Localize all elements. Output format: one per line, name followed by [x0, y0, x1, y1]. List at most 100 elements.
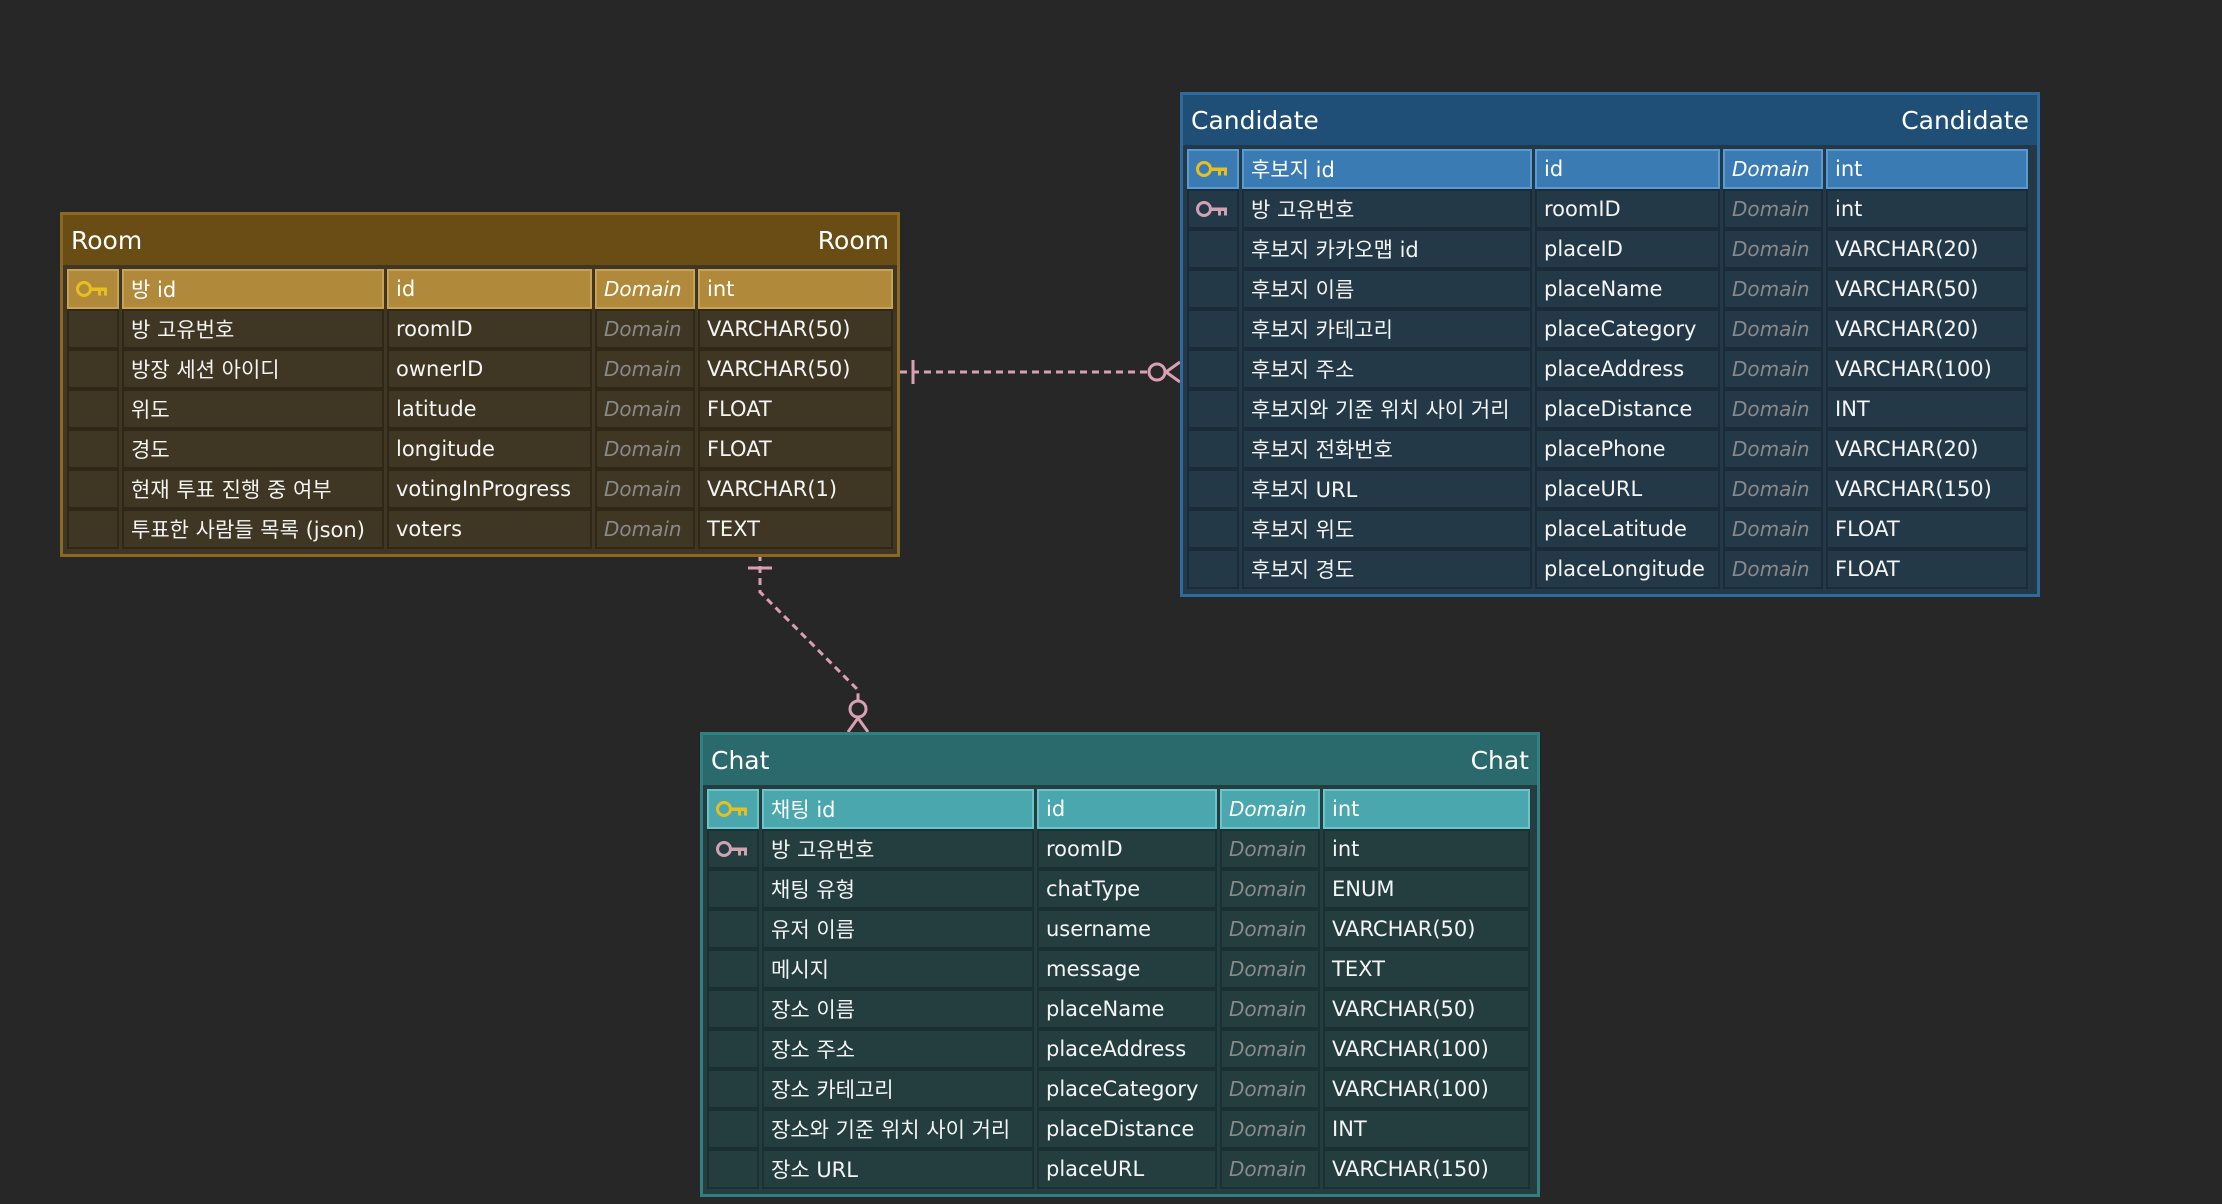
- domain: Domain: [595, 389, 695, 429]
- domain: Domain: [595, 269, 695, 309]
- physical-name: placeCategory: [1535, 309, 1720, 349]
- logical-name: 방 고유번호: [122, 309, 384, 349]
- entity-header[interactable]: Chat Chat: [703, 735, 1537, 785]
- physical-name: roomID: [1535, 189, 1720, 229]
- physical-name: placeCategory: [1037, 1069, 1217, 1109]
- domain: Domain: [1220, 789, 1320, 829]
- logical-name: 후보지 위도: [1242, 509, 1532, 549]
- data-type: VARCHAR(50): [1323, 989, 1530, 1029]
- logical-name: 후보지 카테고리: [1242, 309, 1532, 349]
- data-type: VARCHAR(50): [1323, 909, 1530, 949]
- physical-name: message: [1037, 949, 1217, 989]
- logical-name: 후보지와 기준 위치 사이 거리: [1242, 389, 1532, 429]
- logical-name: 장소 주소: [762, 1029, 1034, 1069]
- data-type: VARCHAR(20): [1826, 309, 2028, 349]
- entity-physical-name: Room: [817, 225, 889, 255]
- domain: Domain: [595, 349, 695, 389]
- physical-name: username: [1037, 909, 1217, 949]
- data-type: int: [698, 269, 893, 309]
- domain: Domain: [1220, 949, 1320, 989]
- entity-header[interactable]: Room Room: [63, 215, 897, 265]
- data-type: int: [1323, 789, 1530, 829]
- domain: Domain: [1220, 1029, 1320, 1069]
- data-type: FLOAT: [1826, 509, 2028, 549]
- physical-name: placeAddress: [1535, 349, 1720, 389]
- key-cell: [1187, 429, 1239, 469]
- data-type: TEXT: [698, 509, 893, 549]
- domain: Domain: [1723, 389, 1823, 429]
- logical-name: 장소 이름: [762, 989, 1034, 1029]
- physical-name: longitude: [387, 429, 592, 469]
- key-cell: [707, 869, 759, 909]
- entity-name: Candidate: [1191, 105, 1319, 135]
- logical-name: 장소와 기준 위치 사이 거리: [762, 1109, 1034, 1149]
- key-cell: [1187, 229, 1239, 269]
- data-type: VARCHAR(50): [1826, 269, 2028, 309]
- crows-foot-marker: [1165, 370, 1181, 384]
- zero-marker: [1147, 362, 1167, 382]
- logical-name: 후보지 이름: [1242, 269, 1532, 309]
- key-cell: [707, 789, 759, 829]
- physical-name: ownerID: [387, 349, 592, 389]
- domain: Domain: [1220, 1109, 1320, 1149]
- entity-header[interactable]: Candidate Candidate: [1183, 95, 2037, 145]
- logical-name: 방 고유번호: [762, 829, 1034, 869]
- data-type: VARCHAR(150): [1826, 469, 2028, 509]
- domain: Domain: [1220, 909, 1320, 949]
- logical-name: 위도: [122, 389, 384, 429]
- physical-name: votingInProgress: [387, 469, 592, 509]
- key-cell: [67, 389, 119, 429]
- key-cell: [1187, 389, 1239, 429]
- physical-name: id: [1037, 789, 1217, 829]
- physical-name: placeLongitude: [1535, 549, 1720, 589]
- physical-name: placeDistance: [1535, 389, 1720, 429]
- physical-name: voters: [387, 509, 592, 549]
- data-type: VARCHAR(1): [698, 469, 893, 509]
- domain: Domain: [1723, 469, 1823, 509]
- data-type: FLOAT: [698, 389, 893, 429]
- domain: Domain: [1723, 349, 1823, 389]
- key-cell: [1187, 269, 1239, 309]
- logical-name: 투표한 사람들 목록 (json): [122, 509, 384, 549]
- logical-name: 후보지 경도: [1242, 549, 1532, 589]
- key-cell: [707, 829, 759, 869]
- logical-name: 후보지 카카오맵 id: [1242, 229, 1532, 269]
- data-type: ENUM: [1323, 869, 1530, 909]
- key-cell: [707, 1109, 759, 1149]
- domain: Domain: [1220, 1149, 1320, 1189]
- relationship-room-chat-line: [758, 554, 860, 700]
- data-type: FLOAT: [698, 429, 893, 469]
- domain: Domain: [1723, 189, 1823, 229]
